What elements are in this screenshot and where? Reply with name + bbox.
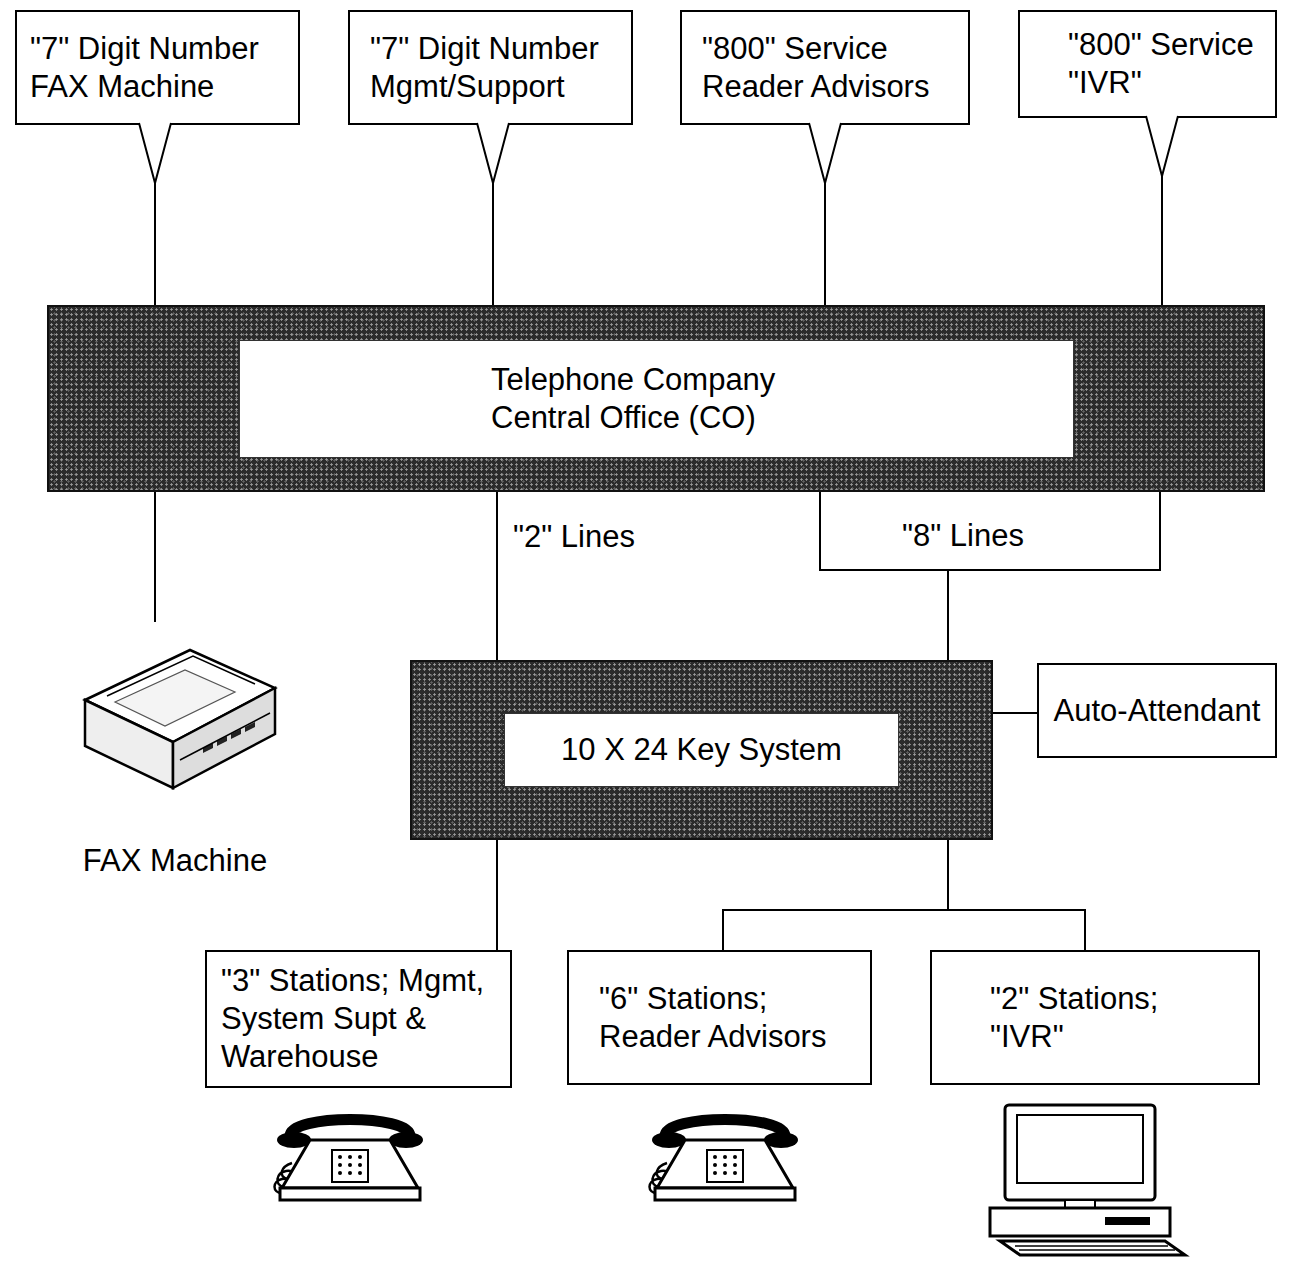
connector-line xyxy=(154,183,156,305)
line-count-label: "8" Lines xyxy=(899,517,1027,555)
station-box: "6" Stations; Reader Advisors xyxy=(567,950,872,1085)
node-text: "2" Stations; "IVR" xyxy=(990,980,1200,1056)
node-text: "800" Service "IVR" xyxy=(1068,26,1268,102)
node-text: Telephone Company Central Office (CO) xyxy=(491,361,821,437)
callout-tail-outline xyxy=(139,123,171,183)
callout-tail xyxy=(805,123,845,185)
connector-line xyxy=(496,492,498,660)
telephone-picture xyxy=(650,1120,799,1201)
key-system-band: 10 X 24 Key System xyxy=(410,660,993,840)
node-text: "7" Digit Number Mgmt/Support xyxy=(370,30,620,106)
telephone-picture xyxy=(275,1120,424,1201)
connector-line xyxy=(723,840,948,950)
callout-box: "800" Service "IVR" xyxy=(1018,10,1277,118)
callout-tail-outline xyxy=(809,123,841,183)
fax-paper xyxy=(115,670,235,726)
callout-tail-outline xyxy=(1146,116,1178,176)
inner-label-box: 10 X 24 Key System xyxy=(504,713,899,787)
callout-tail xyxy=(1142,116,1182,178)
callout-tail-outline xyxy=(477,123,509,183)
connector-line xyxy=(820,492,1160,660)
node-text: "7" Digit Number FAX Machine xyxy=(30,30,290,106)
fax-slot xyxy=(180,713,270,760)
callout-tail xyxy=(135,123,175,185)
node-text: "3" Stations; Mgmt, System Supt & Wareho… xyxy=(221,962,506,1076)
central-office-band: Telephone Company Central Office (CO) xyxy=(47,305,1265,492)
fax-buttons xyxy=(203,722,255,753)
connector-line xyxy=(824,183,826,305)
inner-label-box: Telephone Company Central Office (CO) xyxy=(239,340,1074,458)
callout-box: "800" Service Reader Advisors xyxy=(680,10,970,125)
station-box: "3" Stations; Mgmt, System Supt & Wareho… xyxy=(205,950,512,1088)
node-text: FAX Machine xyxy=(83,842,267,880)
callout-tail xyxy=(473,123,513,185)
callout-box: "7" Digit Number FAX Machine xyxy=(15,10,300,125)
line-count-label: "2" Lines xyxy=(510,518,638,556)
node-text: "800" Service Reader Advisors xyxy=(702,30,957,106)
fax-machine-picture xyxy=(85,650,275,788)
node-text: "6" Stations; Reader Advisors xyxy=(599,980,839,1056)
auto-attendant-box: Auto-Attendant xyxy=(1037,663,1277,758)
connector-line xyxy=(993,712,1037,714)
connector-line xyxy=(1161,176,1163,305)
connector-line xyxy=(492,183,494,305)
connector-line xyxy=(496,840,498,950)
computer-picture xyxy=(990,1105,1185,1255)
connector-line xyxy=(154,492,156,622)
node-text: 10 X 24 Key System xyxy=(561,731,842,769)
connector-line xyxy=(948,840,1085,950)
station-box: "2" Stations; "IVR" xyxy=(930,950,1260,1085)
fax-machine: FAX Machine xyxy=(70,622,280,880)
node-text: Auto-Attendant xyxy=(1054,692,1261,730)
callout-box: "7" Digit Number Mgmt/Support xyxy=(348,10,633,125)
